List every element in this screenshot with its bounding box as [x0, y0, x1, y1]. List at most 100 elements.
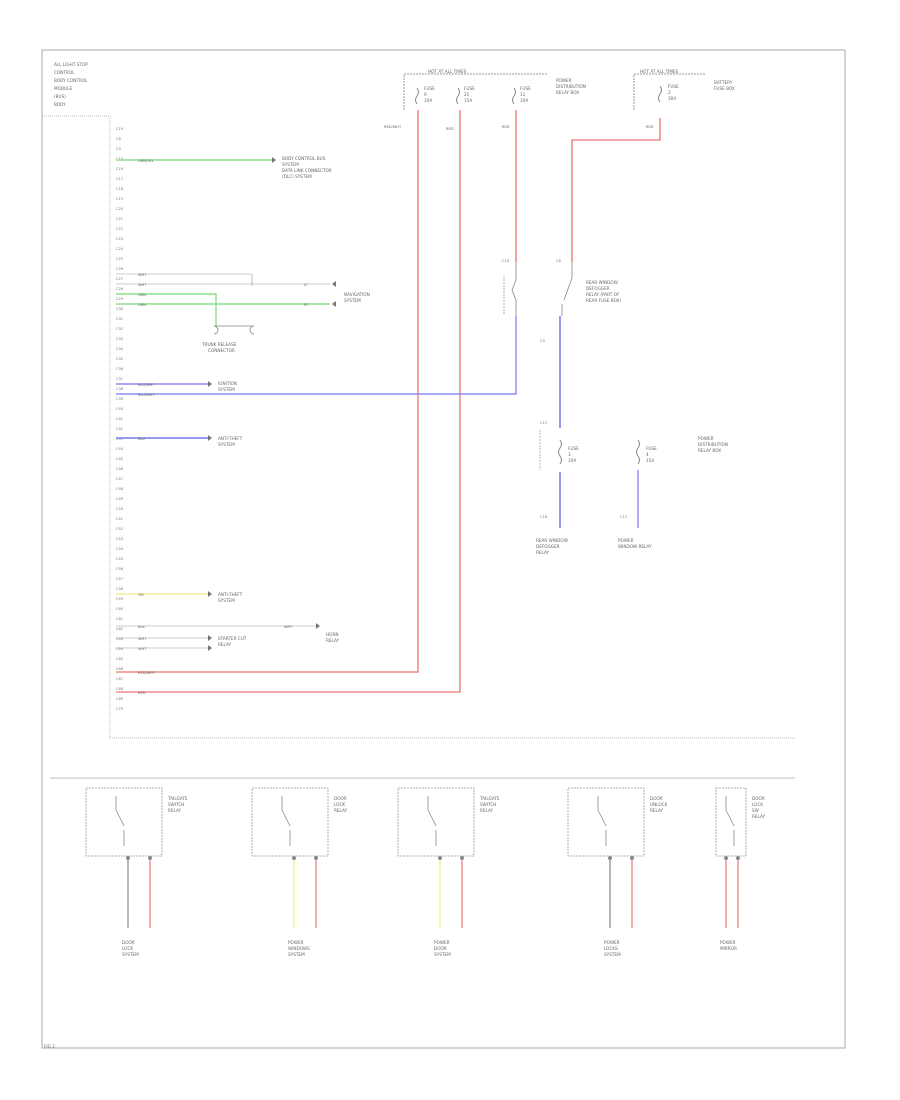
- relay-label: SW: [752, 808, 759, 813]
- defogger-2: DEFOGGER: [536, 544, 560, 549]
- module-label-line-6: BODY: [54, 102, 66, 107]
- relay-label: TAILGATE: [479, 796, 500, 801]
- fuse-2-num: 2: [668, 90, 671, 95]
- fuse-21-amp: 15A: [464, 98, 472, 103]
- pin-label-a: C10: [502, 259, 510, 263]
- module-pin: C17: [116, 177, 123, 181]
- relay-terminal: [736, 856, 740, 860]
- system-label: MIRROR: [720, 946, 737, 951]
- module-pin: C66: [116, 667, 124, 671]
- label-wht-2: WHT: [138, 283, 147, 287]
- label-wht-1: WHT: [138, 273, 147, 277]
- defogger-3: RELAY: [536, 550, 550, 555]
- relay-box: [85, 787, 163, 857]
- relay-terminal: [460, 856, 464, 860]
- module-pin: C32: [116, 327, 123, 331]
- module-pin: C56: [116, 567, 124, 571]
- fuse-box-2-label-1: BATTERY: [714, 80, 733, 85]
- fuse-21-name: FUSE: [464, 86, 475, 91]
- fuse-21-num: 21: [464, 92, 470, 97]
- bottom-relays: TAILGATESWITCHRELAYDOORLOCKSYSTEMDOORLOC…: [85, 787, 766, 957]
- label-blu: BLU: [138, 437, 145, 441]
- relay-terminal: [630, 856, 634, 860]
- relay-terminal: [438, 856, 442, 860]
- system-label: DOOR: [122, 940, 135, 945]
- module-pin: C52: [116, 527, 123, 531]
- relay-terminal: [314, 856, 318, 860]
- fuse-box-2-label-2: FUSE BOX: [714, 86, 735, 91]
- relay-label: LOCK: [334, 802, 345, 807]
- module-pin: C3: [116, 147, 121, 151]
- module-pin: C62: [116, 627, 123, 631]
- body-ctrl-2: SYSTEM: [282, 162, 299, 167]
- anti-theft-1: ANTI-THEFT: [218, 436, 243, 441]
- fuse-box-1-label-3: RELAY BOX: [556, 90, 579, 95]
- module-pin: C26: [116, 267, 124, 271]
- relay-connector-1: TRUNK RELEASE: [201, 342, 237, 347]
- horn-relay-2: RELAY: [326, 638, 340, 643]
- diagram-frame: [41, 49, 846, 1049]
- module-pin: C43: [116, 437, 123, 441]
- system-label: SYSTEM: [434, 952, 451, 957]
- label-rt: RT: [304, 303, 309, 307]
- label-red-bot-1: RED/WHT: [138, 671, 156, 675]
- label-grn-1: GRN: [138, 293, 146, 297]
- module-pin: C8: [116, 137, 122, 141]
- label-blu-wht-2: BLU/WHT: [138, 393, 155, 397]
- module-pin: C54: [116, 547, 124, 551]
- pin-label-d: C15: [540, 421, 547, 425]
- module-pin: C48: [116, 487, 124, 491]
- module-pin: C40: [116, 407, 124, 411]
- system-label: DOOR: [434, 946, 447, 951]
- module-pin: C65: [116, 657, 123, 661]
- label-red-bot-2: RED: [138, 691, 146, 695]
- body-ctrl-4: (DLC) SYSTEM: [282, 174, 312, 179]
- component-labels: BODY CONTROL BUS SYSTEM DATA LINK CONNEC…: [201, 156, 728, 647]
- wire-red-3: [571, 118, 661, 262]
- module-pin: C67: [116, 677, 123, 681]
- pin-label-b: C8: [556, 259, 562, 263]
- anti-theft2-2: SYSTEM: [218, 598, 235, 603]
- relay-switch-blade: [427, 809, 437, 827]
- module-pin: C64: [116, 647, 124, 651]
- module-label-line-1: ALL LIGHT STOP: [54, 62, 88, 67]
- fuse-box-power-distribution: HOT AT ALL TIMES FUSE 9 10A FUSE 21 15A …: [403, 69, 586, 110]
- system-label: LOCKS: [604, 946, 618, 951]
- module-pin: C37: [116, 377, 123, 381]
- module-pin: C16: [116, 167, 124, 171]
- fuse-box-1-title: HOT AT ALL TIMES: [428, 69, 467, 74]
- relay-label: RELAY: [168, 808, 182, 813]
- module-pin: C41: [116, 417, 123, 421]
- module-pin: C10: [116, 127, 124, 131]
- fuse-box-battery: HOT AT ALL TIMES FUSE 2 30A BATTERY FUSE…: [633, 69, 735, 110]
- horn-relay-1: HORN: [326, 632, 339, 637]
- fuse3-2: 3: [568, 452, 571, 457]
- relay-terminal: [608, 856, 612, 860]
- relay-label: RELAY: [334, 808, 348, 813]
- body-ctrl-1: BODY CONTROL BUS: [282, 156, 326, 161]
- relay-connector-2: CONNECTOR: [208, 348, 235, 353]
- module-pin: C22: [116, 227, 123, 231]
- fuse4-3: 15A: [646, 458, 654, 463]
- module-pin: C23: [116, 237, 123, 241]
- label-grn-yel: GRN/YEL: [138, 159, 154, 163]
- system-label: SYSTEM: [288, 952, 305, 957]
- relay-label: DOOR: [752, 796, 765, 801]
- relay-terminal: [292, 856, 296, 860]
- module-pin: C20: [116, 207, 124, 211]
- system-label: POWER: [288, 940, 304, 945]
- module-pin: C31: [116, 317, 123, 321]
- relay-label: LOCK: [752, 802, 763, 807]
- fuse4-2: 4: [646, 452, 649, 457]
- module-pin: C36: [116, 367, 124, 371]
- module-pin: C51: [116, 517, 123, 521]
- label-red-mid: RED: [446, 127, 454, 131]
- starter-cut-2: RELAY: [218, 642, 232, 647]
- fuse-box-2-title: HOT AT ALL TIMES: [640, 69, 679, 74]
- rear-window-3: RELAY (PART OF: [586, 292, 620, 297]
- module-pin: C57: [116, 577, 123, 581]
- fuse-11-name: FUSE: [520, 86, 531, 91]
- module-pin: C29: [116, 297, 124, 301]
- label-blu-wht-1: BLU/WHT: [138, 383, 155, 387]
